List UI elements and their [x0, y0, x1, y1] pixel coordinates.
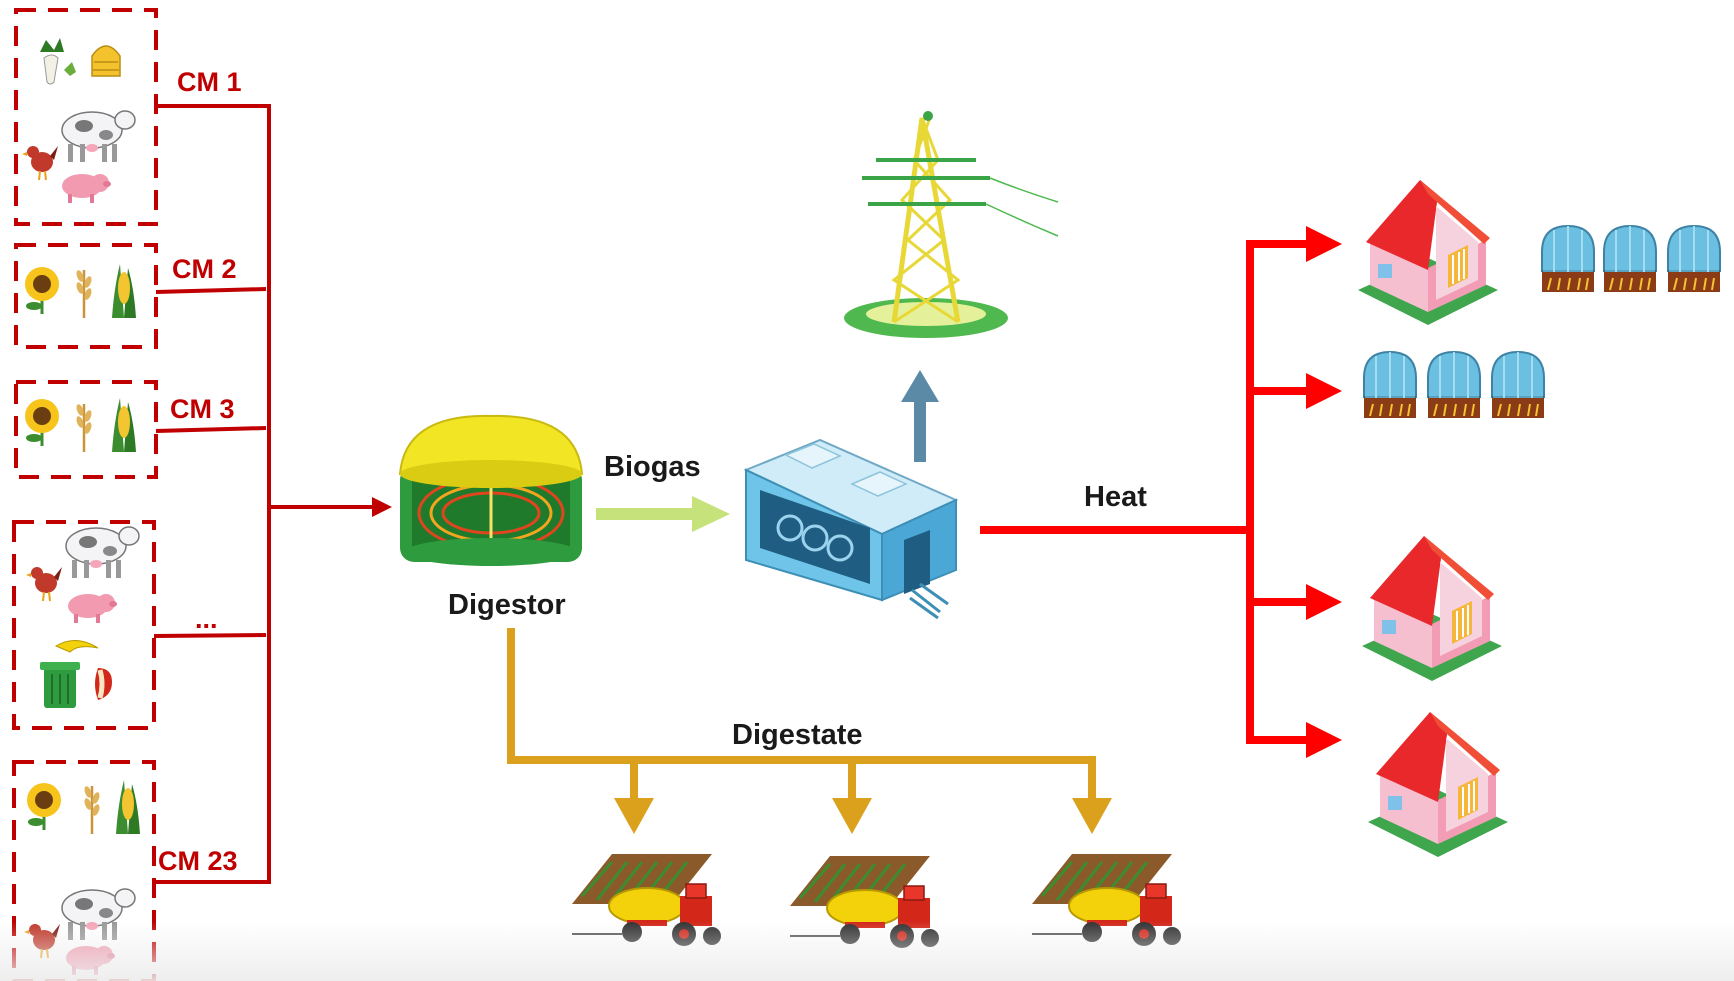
cm-label-3: CM 3	[170, 394, 235, 424]
power-tower-icon	[844, 111, 1059, 338]
hen-icon	[21, 145, 59, 181]
digestate-lines	[507, 628, 1096, 800]
cow-icon	[61, 110, 136, 163]
greenhouse-icon	[1541, 225, 1595, 293]
greenhouse-icon	[1667, 225, 1721, 293]
feedstock-group-cm2	[14, 243, 158, 349]
wheat-icon	[73, 268, 95, 320]
cow-icon	[65, 526, 140, 579]
apple-core-icon	[95, 668, 112, 700]
hay-bale-icon	[91, 45, 121, 77]
heat-distribution-lines	[980, 240, 1312, 744]
cm-label-more: ...	[195, 604, 218, 634]
sunflower-icon	[23, 397, 61, 448]
digestate-arrow-heads	[614, 798, 1112, 834]
tractor-field-icon	[788, 854, 941, 950]
cm-label-23: CM 23	[158, 846, 238, 876]
cm-label-1: CM 1	[177, 67, 242, 97]
pig-icon	[62, 174, 111, 203]
wheat-icon	[81, 784, 103, 836]
house-icon	[1357, 179, 1499, 326]
heat-label: Heat	[1084, 481, 1147, 513]
corn-icon	[116, 780, 140, 834]
cm-label-2: CM 2	[172, 254, 237, 284]
biogas-label: Biogas	[604, 451, 701, 483]
biogas-arrow	[596, 496, 730, 532]
heat-arrow-heads	[1306, 226, 1342, 758]
tractor-field-icon	[1030, 852, 1183, 948]
house-icon	[1367, 711, 1509, 858]
banana-peel-icon	[54, 640, 99, 653]
corn-icon	[112, 264, 136, 318]
greenhouse-icon	[1603, 225, 1657, 293]
pig-icon	[68, 594, 117, 623]
greenhouse-icon	[1427, 351, 1481, 419]
tractor-field-icon	[570, 852, 723, 948]
house-icon	[1361, 535, 1503, 682]
chp-unit-icon	[743, 438, 959, 620]
trash-can-icon	[40, 662, 80, 708]
hen-icon	[23, 923, 61, 959]
sunflower-icon	[25, 781, 63, 832]
power-arrow	[901, 370, 939, 462]
wheat-icon	[73, 402, 95, 454]
feedstock-group-more	[12, 520, 156, 730]
feedstock-group-cm3	[14, 380, 158, 479]
vegetable-waste-icon	[40, 38, 76, 85]
feedstock-collector-lines	[153, 104, 375, 884]
digestate-label: Digestate	[732, 719, 863, 751]
corn-icon	[112, 398, 136, 452]
feedstock-group-cm23	[12, 760, 156, 981]
digestor-tank-icon	[398, 414, 584, 566]
feed-arrow-head	[372, 497, 392, 517]
greenhouse-icon	[1491, 351, 1545, 419]
feedstock-group-cm1	[14, 8, 158, 226]
digestor-label: Digestor	[448, 589, 566, 621]
pig-icon	[66, 946, 115, 975]
cow-icon	[61, 888, 136, 941]
greenhouse-icon	[1363, 351, 1417, 419]
hen-icon	[25, 566, 63, 602]
sunflower-icon	[23, 265, 61, 316]
